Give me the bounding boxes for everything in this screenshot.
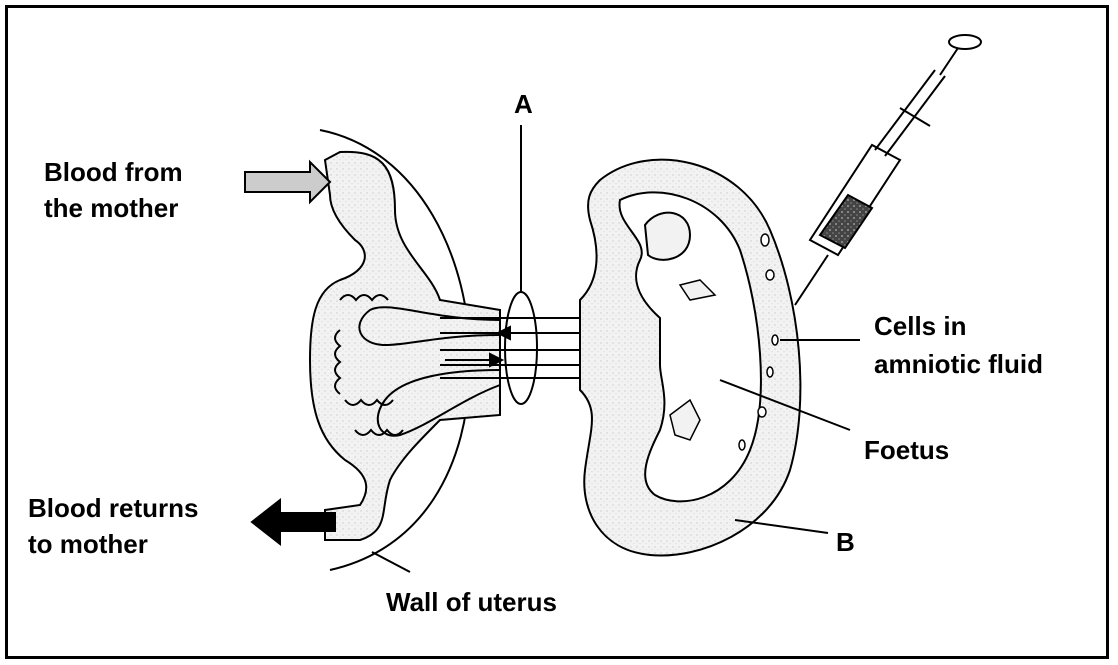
label-blood-returns-1: Blood returns [28,490,198,526]
foetus-head [645,213,690,260]
syringe [795,35,981,305]
label-a: A [514,86,533,122]
pointer-wall [372,552,410,572]
label-blood-returns-2: to mother [28,526,148,562]
ellipse-a [505,292,537,404]
label-foetus: Foetus [864,432,949,468]
label-blood-from-1: Blood from [44,154,183,190]
label-wall: Wall of uterus [386,584,557,620]
label-cells-1: Cells in [874,308,966,344]
label-b: B [836,524,855,560]
label-blood-from-2: the mother [44,190,178,226]
blood-out-arrow [252,500,335,544]
label-cells-2: amniotic fluid [874,346,1043,382]
blood-in-arrow [245,162,330,202]
